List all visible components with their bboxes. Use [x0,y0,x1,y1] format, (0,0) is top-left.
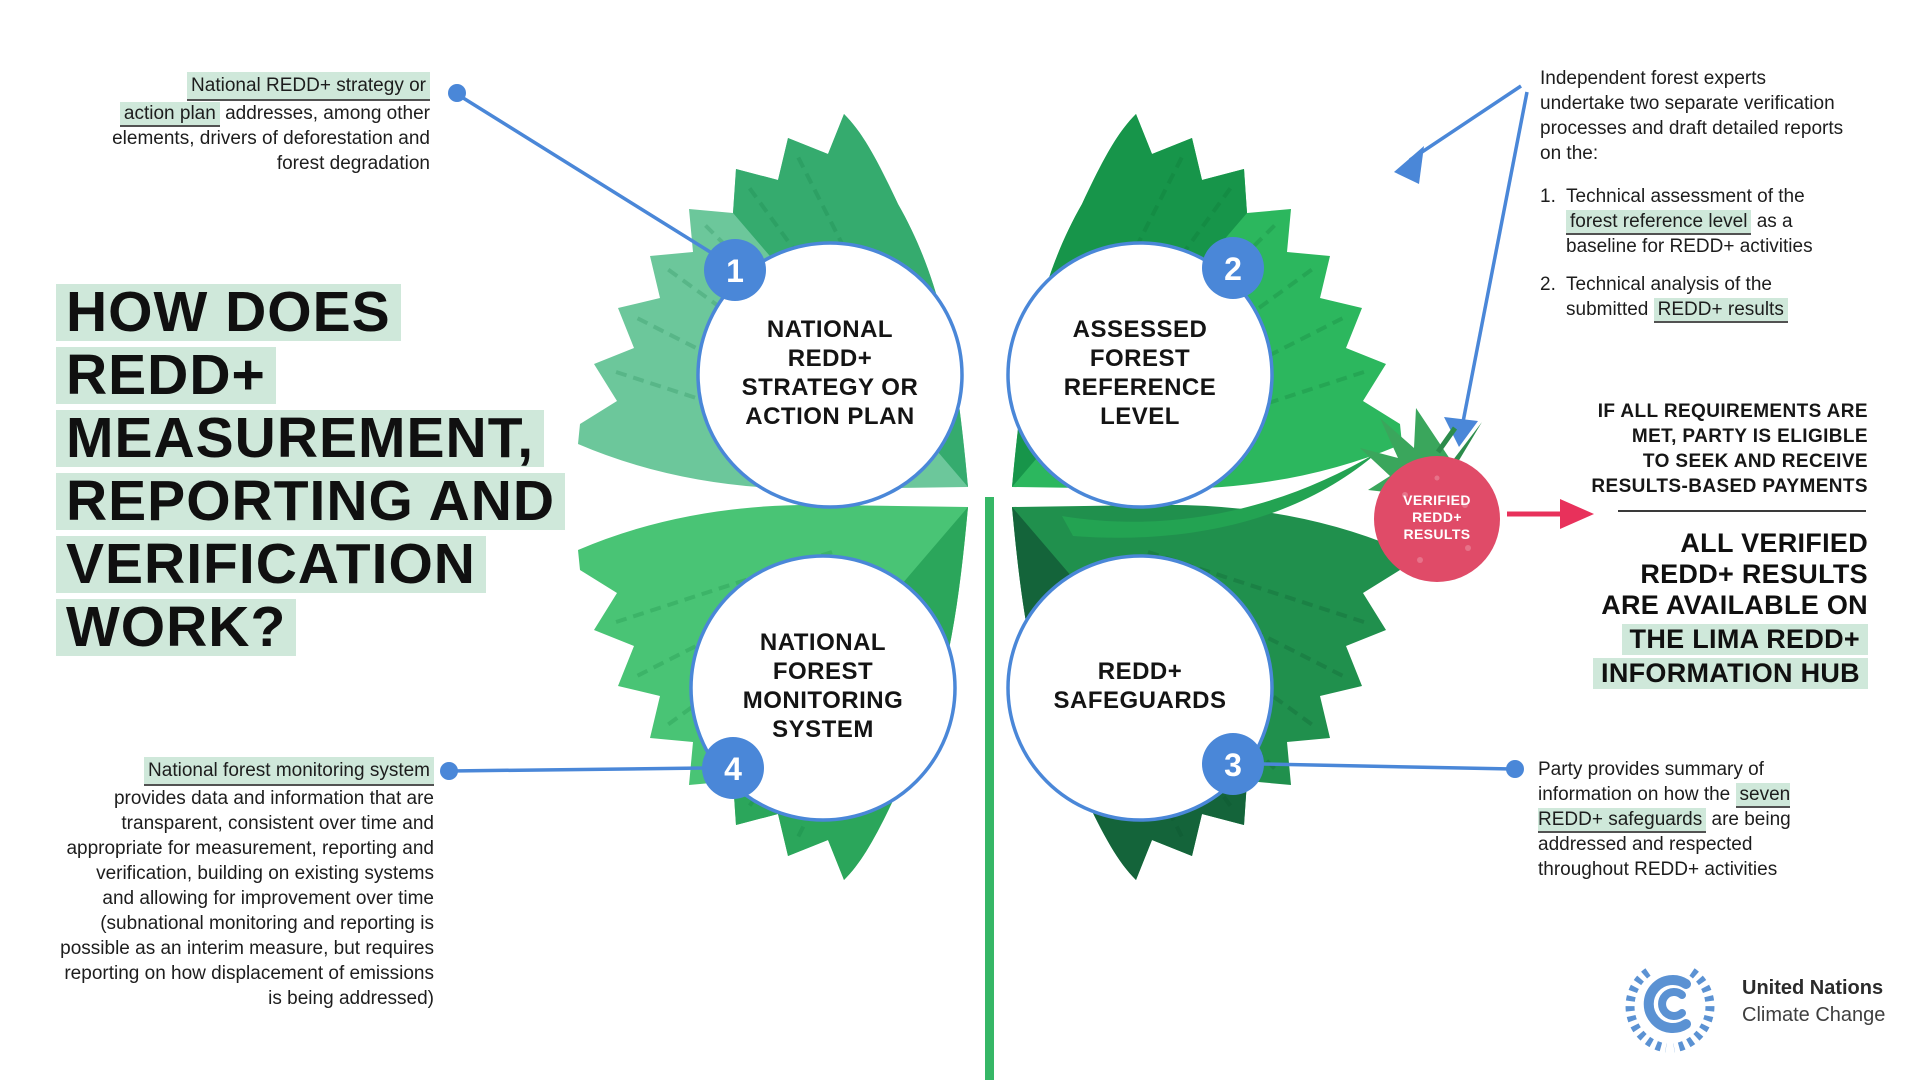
circle3-label: REDD+ SAFEGUARDS [1053,658,1227,714]
verification-list: 1. Technical assessment of the forest re… [1540,184,1845,323]
circle4-label: NATIONAL FOREST MONITORING SYSTEM [742,629,904,743]
berry-branch [1062,452,1378,538]
list-item: 2. Technical analysis of the submitted R… [1540,272,1845,323]
title-line: VERIFICATION [56,536,486,593]
annotation-monitoring: National forest monitoring system provid… [60,757,434,1011]
annotation-safeguards: Party provides summary of information on… [1538,757,1840,882]
list-item-text: Technical analysis of the submitted REDD… [1566,272,1845,323]
monitoring-text: provides data and information that are t… [60,788,434,1009]
item2-pre: Technical analysis of the submitted [1566,274,1772,320]
red-arrow [1507,499,1594,529]
circle-step1 [696,241,964,509]
berry-cap-leaf-dark [1450,422,1482,464]
hub-highlight-1: THE LIMA REDD+ [1621,624,1868,655]
badge-4: 4 [724,751,742,787]
safeguards-post: are being addressed and respected throug… [1538,809,1791,880]
badge-1: 1 [726,253,744,289]
item1-pre: Technical assessment of the [1566,186,1805,207]
hub-note: ALL VERIFIED REDD+ RESULTS ARE AVAILABLE… [1566,528,1868,689]
annotation-strategy: National REDD+ strategy or action plan a… [98,72,430,176]
berry-body [1374,456,1500,582]
page-title: HOW DOES REDD+ MEASUREMENT, REPORTING AN… [56,284,566,662]
payments-note: IF ALL REQUIREMENTS ARE MET, PARTY IS EL… [1591,401,1868,497]
annotation-verification: Independent forest experts undertake two… [1540,66,1845,335]
footer-dept: Climate Change [1742,1004,1886,1026]
safeguards-pre: Party provides summary of information on… [1538,759,1764,805]
berry-label: VERIFIED REDD+ RESULTS [1403,492,1471,542]
item1-highlight: forest reference level [1566,210,1752,235]
list-number: 1. [1540,186,1556,207]
title-line: WORK? [56,599,297,656]
berry [1360,408,1500,582]
strategy-text: action plan addresses, among other eleme… [98,101,430,176]
item1-post: as a baseline for REDD+ activities [1566,211,1813,257]
circle2-label: ASSESSED FOREST REFERENCE LEVEL [1063,316,1217,430]
item2-highlight: REDD+ results [1653,298,1788,323]
hub-plain-text: ALL VERIFIED REDD+ RESULTS ARE AVAILABLE… [1601,528,1868,620]
verification-intro: Independent forest experts undertake two… [1540,68,1844,164]
un-climate-change-logo [1625,968,1715,1053]
footer-org: United Nations [1742,977,1884,999]
strategy-highlight-1: National REDD+ strategy or [187,72,430,101]
arrowhead-to-berry [1444,417,1478,447]
title-line: REPORTING AND [56,473,566,530]
connectors [449,84,1529,773]
title-line: MEASUREMENT, [56,410,545,467]
title-line: REDD+ [56,347,276,404]
divider-line [1618,510,1866,512]
connector-dot-monitoring [440,762,458,780]
strategy-rest: addresses, among other elements, drivers… [112,103,430,174]
step-badges: 1 2 3 4 [702,237,1264,799]
badge-2: 2 [1224,251,1242,287]
strategy-highlight-2: action plan [119,102,220,127]
connector-dot-safeguards [1506,760,1524,778]
stem [985,497,994,1080]
circle1-label: NATIONAL REDD+ STRATEGY OR ACTION PLAN [741,316,919,430]
circle-step2 [1006,241,1274,509]
title-line: HOW DOES [56,284,401,341]
connector-dot-strategy [448,84,466,102]
hub-highlight-2: INFORMATION HUB [1593,658,1868,689]
list-item: 1. Technical assessment of the forest re… [1540,184,1845,259]
badge-3: 3 [1224,747,1242,783]
list-number: 2. [1540,274,1556,295]
list-item-text: Technical assessment of the forest refer… [1566,184,1845,259]
arrowhead-to-leaf [1394,146,1424,184]
monitoring-highlight: National forest monitoring system [144,757,434,786]
